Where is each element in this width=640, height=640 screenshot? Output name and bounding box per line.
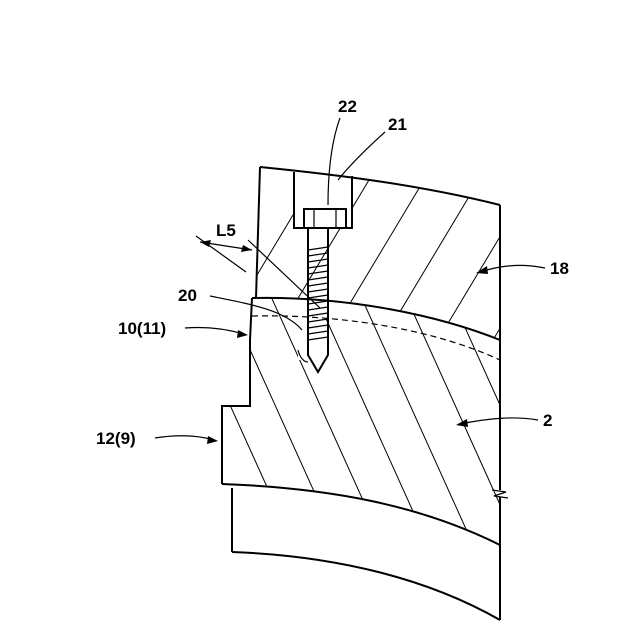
hatch-block-18: [140, 120, 640, 470]
label-10-11: 10(11): [118, 319, 166, 338]
arrow-10: [237, 330, 248, 338]
label-18: 18: [550, 259, 569, 278]
label-21: 21: [388, 115, 407, 134]
label-22: 22: [338, 97, 357, 116]
leader-10: [185, 327, 244, 334]
leader-20: [210, 296, 302, 330]
body-left-profile: [222, 298, 252, 484]
block-18-left-edge: [256, 167, 260, 298]
label-12-9: 12(9): [96, 429, 136, 448]
arrow-12: [207, 436, 218, 444]
label-2: 2: [543, 411, 552, 430]
leader-18: [480, 265, 545, 272]
ring-bottom-edge: [232, 552, 500, 620]
leader-12: [155, 436, 214, 440]
body-bottom-edge: [222, 484, 500, 545]
label-l5: L5: [216, 221, 236, 240]
label-20: 20: [178, 286, 197, 305]
l5-arrow-right: [241, 245, 252, 252]
